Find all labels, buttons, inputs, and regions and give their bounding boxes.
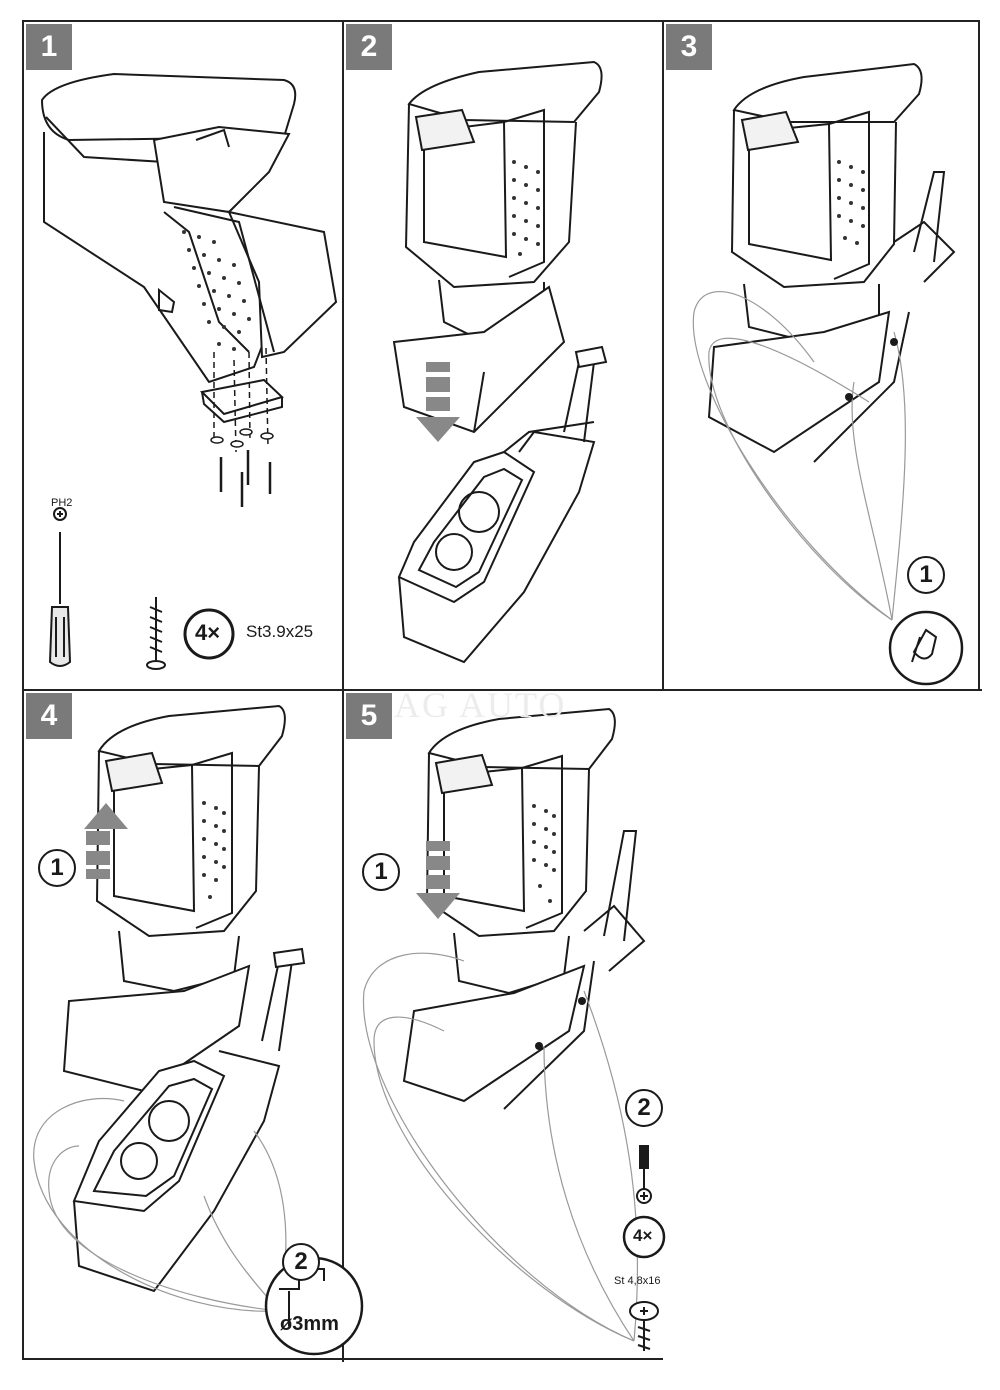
screw-count: 4× [195,620,221,645]
arrow-icon [416,841,460,919]
step-1-panel: 1 [24,22,343,690]
screwdriver-icon [48,507,72,667]
callout-2: 2 [625,1089,663,1127]
watermark: AG AUTO [394,685,567,725]
armrest-icon [40,72,338,670]
screw-icon [146,597,166,670]
step-5-panel: 5 [344,691,666,1362]
cupholder-icon [72,1050,281,1293]
screw-icon [219,450,272,507]
step-2-panel: 2 [344,22,663,690]
screw-spec: St 4,8x16 [614,1275,661,1287]
armrest-icon [33,704,364,1356]
panel-grid [24,22,982,1362]
step-number: 1 [26,24,72,70]
screwdriver-icon [636,1145,652,1204]
step-number: 3 [666,24,712,70]
gear-lever-icon [563,345,608,443]
step-3-panel: 3 [664,22,982,690]
screw-spec: St3.9x25 [246,622,314,641]
armrest-icon [392,60,608,664]
armrest-icon [692,62,964,686]
arrow-icon [84,803,128,879]
step-4-panel: 4 [24,691,364,1362]
callout-1: 1 [38,849,76,887]
hand-icon [911,628,938,663]
screw-icon [629,1301,659,1351]
drill-size: ø3mm [280,1313,339,1335]
cupholder-icon [397,421,596,664]
arrow-icon [416,362,460,442]
screw-count: 4× [633,1226,653,1245]
bit-label: PH2 [51,497,73,509]
callout-1: 1 [362,853,400,891]
gear-lever-icon [261,947,306,1052]
instruction-sheet: 1 [22,20,982,1362]
step-number: 4 [26,693,72,739]
callout-1: 1 [907,556,945,594]
armrest-icon [362,707,666,1351]
step-number: 5 [346,693,392,739]
step-number: 2 [346,24,392,70]
callout-2: 2 [282,1243,320,1281]
